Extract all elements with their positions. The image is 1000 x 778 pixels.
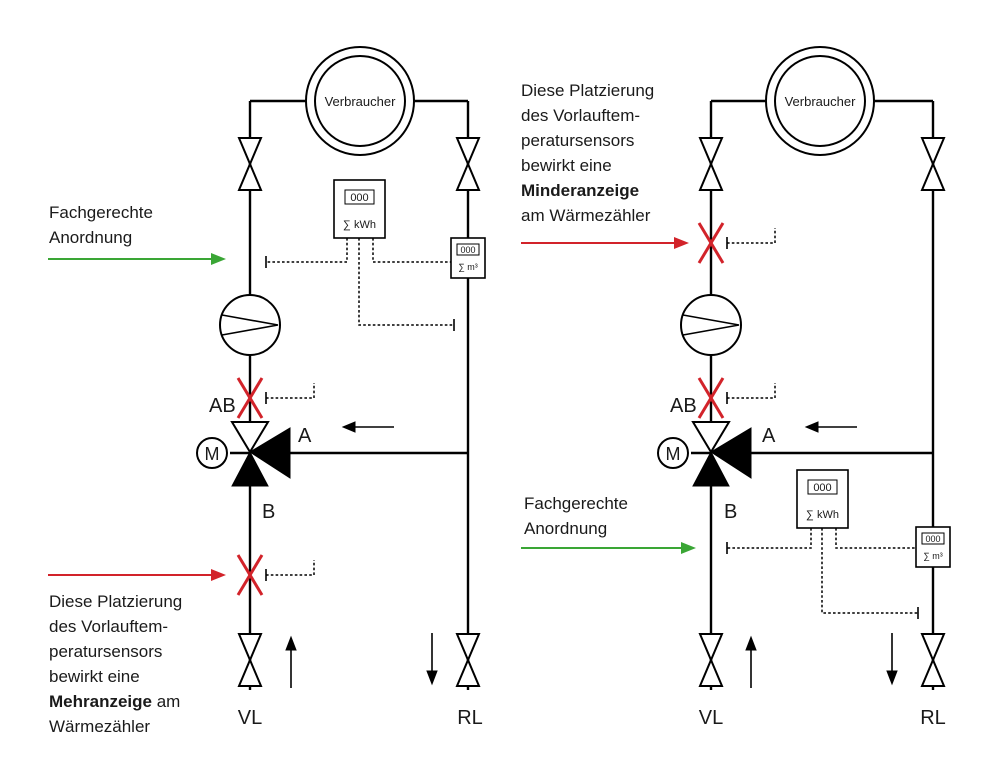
left-wrong-line-4: bewirkt eine — [49, 667, 140, 686]
right-correct-caption: Fachgerechte Anordnung — [524, 494, 628, 538]
right-valve-top-supply — [699, 137, 723, 191]
left-wrong-after-bold: am — [152, 692, 180, 711]
left-valve-top-supply — [238, 137, 262, 191]
right-correct-line-2: Anordnung — [524, 519, 607, 538]
right-wrong-line-4: bewirkt eine — [521, 156, 612, 175]
right-wrong-line-2: des Vorlauftem- — [521, 106, 640, 125]
right-motor-label: M — [666, 444, 681, 464]
right-wrong-arrow — [521, 237, 689, 249]
left-signal-lines — [265, 238, 455, 581]
right-port-ab: AB — [670, 395, 697, 417]
right-valve-top-return — [921, 137, 945, 191]
left-correct-caption: Fachgerechte Anordnung — [49, 203, 153, 247]
right-correct-line-1: Fachgerechte — [524, 494, 628, 513]
left-correct-line-1: Fachgerechte — [49, 203, 153, 222]
right-wrong-line-1: Diese Platzierung — [521, 81, 654, 100]
right-pump — [680, 294, 742, 356]
left-flow-arrow-a — [341, 421, 394, 433]
left-port-a: A — [298, 425, 312, 447]
right-rl-label: RL — [920, 707, 946, 729]
right-heat-meter: 000 ∑ kWh — [796, 469, 849, 529]
left-valve-bottom-supply — [238, 633, 262, 687]
left-heat-meter: 000 ∑ kWh — [333, 179, 386, 239]
right-valve-bottom-supply — [699, 633, 723, 687]
right-diagram: Verbraucher M AB A B — [521, 46, 951, 729]
right-heat-meter-unit: ∑ kWh — [806, 509, 839, 521]
right-correct-arrow — [521, 542, 696, 554]
right-vl-label: VL — [699, 707, 723, 729]
left-vl-label: VL — [238, 707, 262, 729]
right-signal-lines — [726, 228, 919, 619]
left-wrong-line-6: Wärmezähler — [49, 717, 150, 736]
left-correct-line-2: Anordnung — [49, 228, 132, 247]
left-correct-arrow — [48, 253, 226, 265]
right-flow-meter-unit: ∑ m³ — [923, 551, 942, 561]
left-motor-label: M — [205, 444, 220, 464]
right-consumer-label: Verbraucher — [785, 94, 856, 109]
left-pump — [219, 294, 281, 356]
right-flow-meter-digits: 000 — [925, 534, 940, 544]
left-mixing-valve: M — [196, 421, 291, 487]
left-wrong-line-1: Diese Platzierung — [49, 592, 182, 611]
right-port-b: B — [724, 501, 737, 523]
left-wrong-line-3: peratursensors — [49, 642, 162, 661]
left-consumer: Verbraucher — [305, 46, 415, 156]
left-diagram: Verbraucher M AB A B — [48, 46, 486, 736]
left-rl-label: RL — [457, 707, 483, 729]
left-flow-meter-unit: ∑ m³ — [458, 262, 477, 272]
right-flow-meter: 000 ∑ m³ — [915, 526, 951, 568]
left-heat-meter-unit: ∑ kWh — [343, 219, 376, 231]
right-wrong-bold: Minderanzeige — [521, 181, 639, 200]
right-consumer: Verbraucher — [765, 46, 875, 156]
right-mixing-valve: M — [657, 421, 752, 487]
left-valve-top-return — [456, 137, 480, 191]
left-port-ab: AB — [209, 395, 236, 417]
left-flow-meter-digits: 000 — [460, 245, 475, 255]
left-port-b: B — [262, 501, 275, 523]
right-wrong-line-6: am Wärmezähler — [521, 206, 651, 225]
left-flow-arrow-up — [285, 635, 297, 688]
right-flow-arrow-up — [745, 635, 757, 688]
right-valve-bottom-return — [921, 633, 945, 687]
left-consumer-label: Verbraucher — [325, 94, 396, 109]
left-wrong-line-5: Mehranzeige am — [49, 692, 180, 711]
left-heat-meter-digits: 000 — [350, 192, 368, 204]
right-wrong-line-3: peratursensors — [521, 131, 634, 150]
left-wrong-line-2: des Vorlauftem- — [49, 617, 168, 636]
left-pipes — [248, 99, 470, 690]
right-flow-arrow-a — [804, 421, 857, 433]
right-heat-meter-digits: 000 — [813, 482, 831, 494]
right-wrong-caption: Diese Platzierung des Vorlauftem- peratu… — [521, 81, 654, 225]
left-wrong-bold: Mehranzeige — [49, 692, 152, 711]
left-valve-bottom-return — [456, 633, 480, 687]
left-flow-arrow-down — [426, 633, 438, 686]
right-port-a: A — [762, 425, 776, 447]
left-wrong-caption: Diese Platzierung des Vorlauftem- peratu… — [49, 592, 182, 736]
left-flow-meter: 000 ∑ m³ — [450, 237, 486, 279]
left-wrong-arrow — [48, 569, 226, 581]
right-flow-arrow-down — [886, 633, 898, 686]
